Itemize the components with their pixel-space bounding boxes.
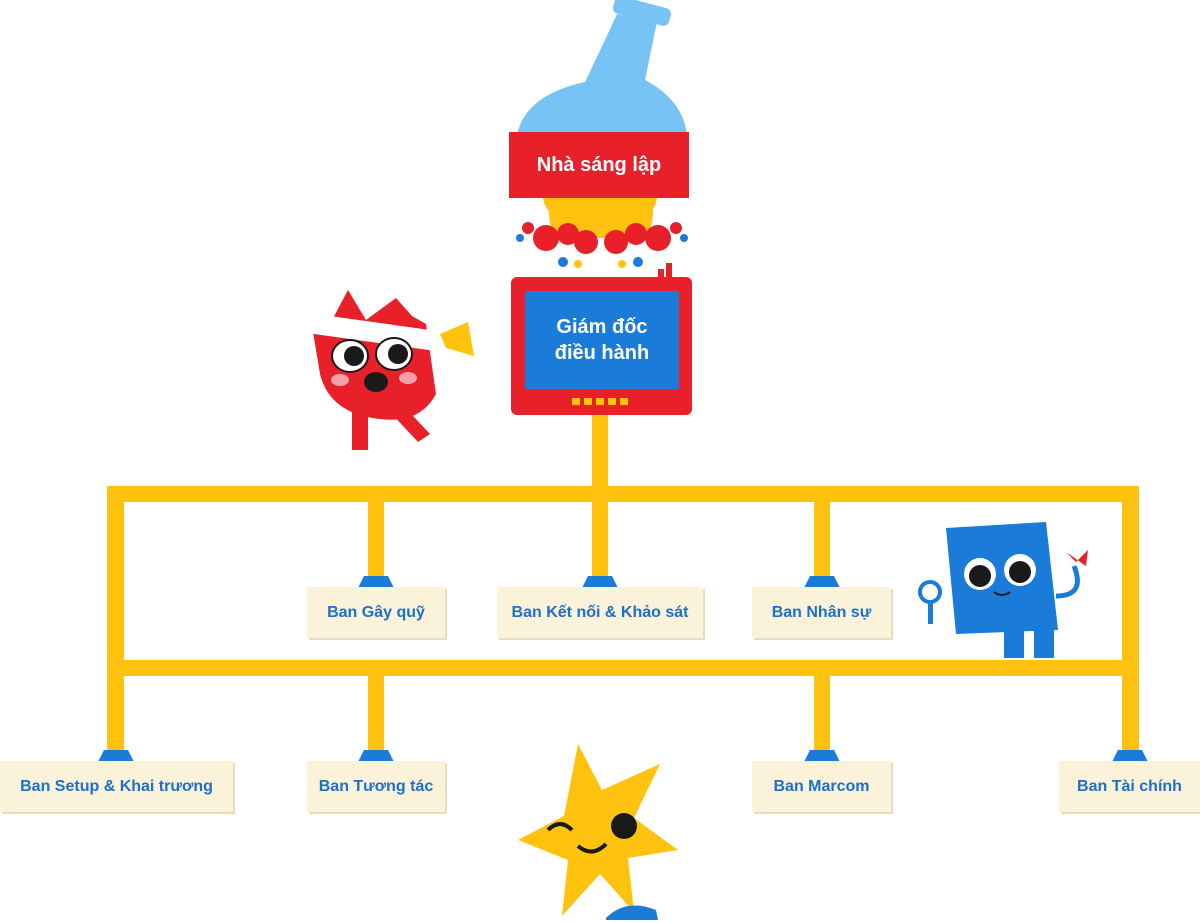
node-label: Ban Tương tác — [318, 777, 434, 795]
node-label: Ban Tài chính — [1077, 777, 1182, 795]
yellow-star-mascot-icon — [518, 744, 678, 920]
founder-label: Nhà sáng lập — [536, 153, 662, 176]
cap-icon — [98, 750, 134, 762]
flower-garland-icon — [516, 198, 688, 268]
cap-icon — [358, 750, 394, 762]
node-marcom: Ban Marcom — [752, 761, 891, 812]
pipe-left-vertical — [107, 486, 124, 754]
node-setup-launch: Ban Setup & Khai trương — [0, 761, 233, 812]
blue-book-mascot-icon — [918, 522, 1088, 658]
founder-node: Nhà sáng lập — [509, 132, 689, 198]
node-fundraising: Ban Gây quỹ — [307, 587, 445, 638]
pipe-drop-hr — [814, 500, 830, 578]
node-hr: Ban Nhân sự — [752, 587, 891, 638]
red-cat-mascot-icon — [307, 290, 474, 450]
pipe-drop-connect — [592, 500, 608, 578]
pipe-drop-fundraising — [368, 500, 384, 578]
node-label: Ban Kết nối & Khảo sát — [511, 603, 689, 621]
cap-icon — [358, 576, 394, 588]
node-label: Ban Nhân sự — [771, 603, 872, 621]
pipe-top-bar — [107, 486, 1139, 502]
node-label: Ban Marcom — [773, 777, 870, 795]
node-connect-survey: Ban Kết nối & Khảo sát — [497, 587, 703, 638]
pipe-right-vertical — [1122, 486, 1139, 754]
monitor-lights — [572, 398, 628, 405]
cap-icon — [804, 750, 840, 762]
cap-icon — [582, 576, 618, 588]
node-label: Ban Setup & Khai trương — [20, 777, 213, 795]
pipe-ceo-down — [592, 415, 608, 490]
pipe-drop-interaction — [368, 674, 384, 752]
antenna-icon — [658, 263, 672, 279]
cap-icon — [804, 576, 840, 588]
ceo-node: Giám đốc điều hành — [525, 291, 679, 389]
ceo-label: Giám đốc điều hành — [554, 316, 650, 364]
cap-icon — [1112, 750, 1148, 762]
node-interaction: Ban Tương tác — [307, 761, 445, 812]
node-label: Ban Gây quỹ — [327, 603, 425, 621]
pipe-drop-marcom — [814, 674, 830, 752]
pipe-middle-bar — [107, 660, 1139, 676]
node-finance: Ban Tài chính — [1059, 761, 1200, 812]
